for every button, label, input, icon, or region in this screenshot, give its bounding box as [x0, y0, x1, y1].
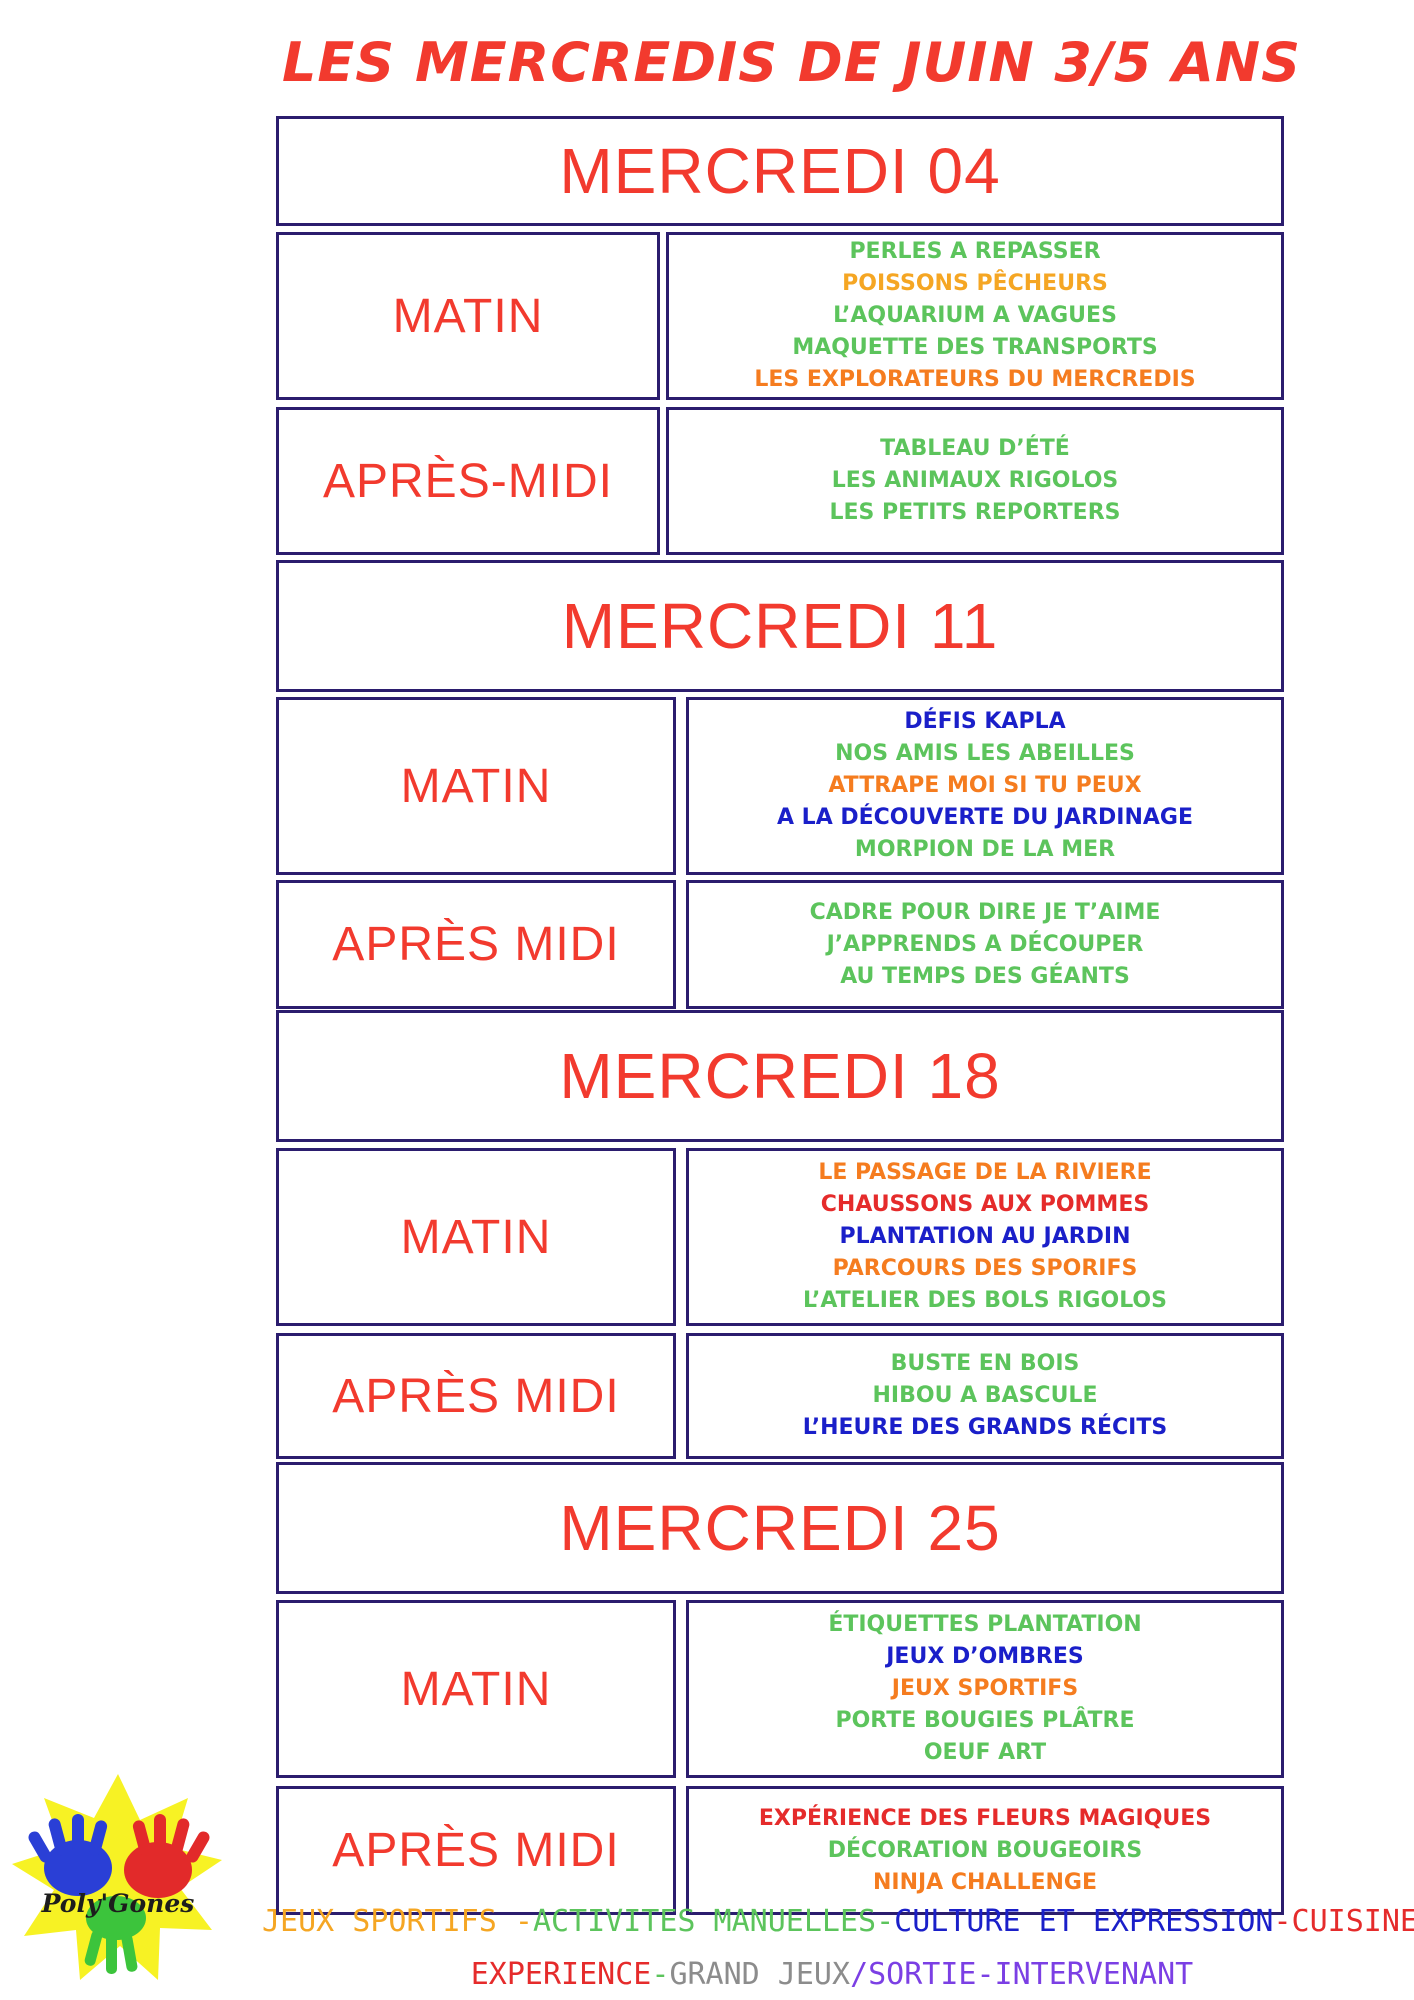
page-title: LES MERCREDIS DE JUIN 3/5 ANS [282, 31, 1301, 94]
legend-segment: / [850, 1957, 869, 1992]
morning-label-cell: MATIN [276, 1600, 676, 1778]
afternoon-label: APRÈS-MIDI [322, 454, 614, 508]
activity-item: LE PASSAGE DE LA RIVIERE [818, 1160, 1152, 1185]
green-hand-icon [84, 1896, 146, 1974]
day-title: MERCREDI 18 [559, 1040, 1001, 1112]
legend-segment: - [1273, 1904, 1292, 1939]
afternoon-label-cell: APRÈS MIDI [276, 880, 676, 1009]
morning-label: MATIN [400, 1662, 552, 1716]
legend-segment: CULTURE ET EXPRESSION [894, 1904, 1274, 1939]
legend-line-1: JEUX SPORTIFS -ACTIVITES MANUELLES-CULTU… [262, 1897, 1414, 1947]
afternoon-label-cell: APRÈS MIDI [276, 1333, 676, 1459]
legend-segment: GRAND JEUX [669, 1957, 851, 1992]
activity-item: NOS AMIS LES ABEILLES [835, 741, 1135, 766]
day-header: MERCREDI 18 [276, 1010, 1284, 1142]
activity-item: MAQUETTE DES TRANSPORTS [792, 335, 1158, 360]
activity-item: DÉCORATION BOUGEOIRS [827, 1837, 1143, 1863]
afternoon-activities-cell: CADRE POUR DIRE JE T’AIME J’APPRENDS A DÉ… [686, 880, 1284, 1009]
activity-item: L’AQUARIUM A VAGUES [833, 303, 1117, 328]
activity-item: PERLES A REPASSER [849, 239, 1101, 264]
activity-item: OEUF ART [923, 1740, 1047, 1765]
legend-segment: ACTIVITES MANUELLES [532, 1904, 877, 1939]
activity-item: ÉTIQUETTES PLANTATION [828, 1612, 1142, 1637]
activity-item: PARCOURS DES SPORIFS [832, 1256, 1138, 1281]
legend-segment: - [876, 1904, 895, 1939]
morning-label: MATIN [392, 289, 544, 343]
activity-item: CHAUSSONS AUX POMMES [820, 1192, 1150, 1217]
afternoon-label: APRÈS MIDI [332, 918, 620, 971]
activity-item: CADRE POUR DIRE JE T’AIME [809, 899, 1161, 925]
activity-item: HIBOU A BASCULE [872, 1383, 1098, 1408]
morning-activities-cell: DÉFIS KAPLA NOS AMIS LES ABEILLES ATTRAPE … [686, 697, 1284, 875]
activity-item: POISSONS PÊCHEURS [842, 271, 1108, 296]
day-title: MERCREDI 11 [561, 590, 999, 662]
activity-item: L’ATELIER DES BOLS RIGOLOS [803, 1288, 1167, 1313]
day-header: MERCREDI 11 [276, 560, 1284, 692]
logo-text: Poly'Gones [41, 1889, 195, 1918]
morning-label-cell: MATIN [276, 697, 676, 875]
legend-segment: JEUX SPORTIFS [262, 1904, 515, 1939]
afternoon-label-cell: APRÈS-MIDI [276, 407, 660, 555]
afternoon-activities-cell: EXPÉRIENCE DES FLEURS MAGIQUES DÉCORATION… [686, 1786, 1284, 1915]
legend-segment: - [514, 1904, 533, 1939]
activity-item: DÉFIS KAPLA [904, 709, 1066, 734]
activity-item: NINJA CHALLENGE [872, 1869, 1098, 1895]
morning-label-cell: MATIN [276, 1148, 676, 1326]
activity-item: BUSTE EN BOIS [890, 1351, 1080, 1376]
activity-item: LES PETITS REPORTERS [829, 500, 1121, 525]
activity-item: JEUX D’OMBRES [886, 1644, 1084, 1669]
activity-item: A LA DÉCOUVERTE DU JARDINAGE [776, 805, 1193, 830]
blue-hand-icon [28, 1814, 112, 1896]
legend-segment: - [651, 1957, 670, 1992]
activity-item: L’HEURE DES GRANDS RÉCITS [802, 1415, 1168, 1440]
day-header: MERCREDI 04 [276, 116, 1284, 226]
morning-label: MATIN [400, 759, 552, 813]
morning-label: MATIN [400, 1210, 552, 1264]
afternoon-label-cell: APRÈS MIDI [276, 1786, 676, 1915]
logo-star-icon [12, 1774, 222, 1980]
day-title: MERCREDI 04 [559, 135, 1001, 207]
afternoon-label: APRÈS MIDI [332, 1369, 620, 1423]
activity-item: ATTRAPE MOI SI TU PEUX [828, 773, 1142, 798]
legend-line-2: EXPERIENCE-GRAND JEUX/SORTIE-INTERVENANT [262, 1950, 1402, 2000]
activity-item: MORPION DE LA MER [854, 837, 1116, 862]
morning-activities-cell: LE PASSAGE DE LA RIVIERE CHAUSSONS AUX PO… [686, 1148, 1284, 1326]
activity-item: LES EXPLORATEURS DU MERCREDIS [754, 367, 1196, 392]
legend-segment: CUISINE/ [1291, 1904, 1414, 1939]
morning-activities-cell: PERLES A REPASSER POISSONS PÊCHEURS L’AQUA… [666, 232, 1284, 400]
activity-item: J’APPRENDS A DÉCOUPER [826, 931, 1144, 957]
activity-item: AU TEMPS DES GÉANTS [840, 963, 1130, 989]
activity-item: TABLEAU D’ÉTÉ [880, 436, 1070, 461]
afternoon-activities-cell: BUSTE EN BOIS HIBOU A BASCULE L’HEURE DES … [686, 1333, 1284, 1459]
day-title: MERCREDI 25 [559, 1492, 1001, 1564]
legend-segment: SORTIE-INTERVENANT [868, 1957, 1194, 1992]
afternoon-label: APRÈS MIDI [332, 1824, 620, 1877]
activity-item: EXPÉRIENCE DES FLEURS MAGIQUES [758, 1805, 1212, 1831]
afternoon-activities-cell: TABLEAU D’ÉTÉ LES ANIMAUX RIGOLOS LES PETI… [666, 407, 1284, 555]
activity-item: PLANTATION AU JARDIN [839, 1224, 1131, 1249]
red-hand-icon [124, 1814, 210, 1898]
polygones-hands-logo-icon: Poly'Gones [12, 1774, 222, 1980]
morning-activities-cell: ÉTIQUETTES PLANTATION JEUX D’OMBRES JEUX S… [686, 1600, 1284, 1778]
morning-label-cell: MATIN [276, 232, 660, 400]
activity-item: PORTE BOUGIES PLÂTRE [835, 1708, 1135, 1733]
activity-item: JEUX SPORTIFS [891, 1676, 1079, 1701]
day-header: MERCREDI 25 [276, 1462, 1284, 1594]
legend-segment: EXPERIENCE [470, 1957, 652, 1992]
activity-item: LES ANIMAUX RIGOLOS [831, 468, 1119, 493]
